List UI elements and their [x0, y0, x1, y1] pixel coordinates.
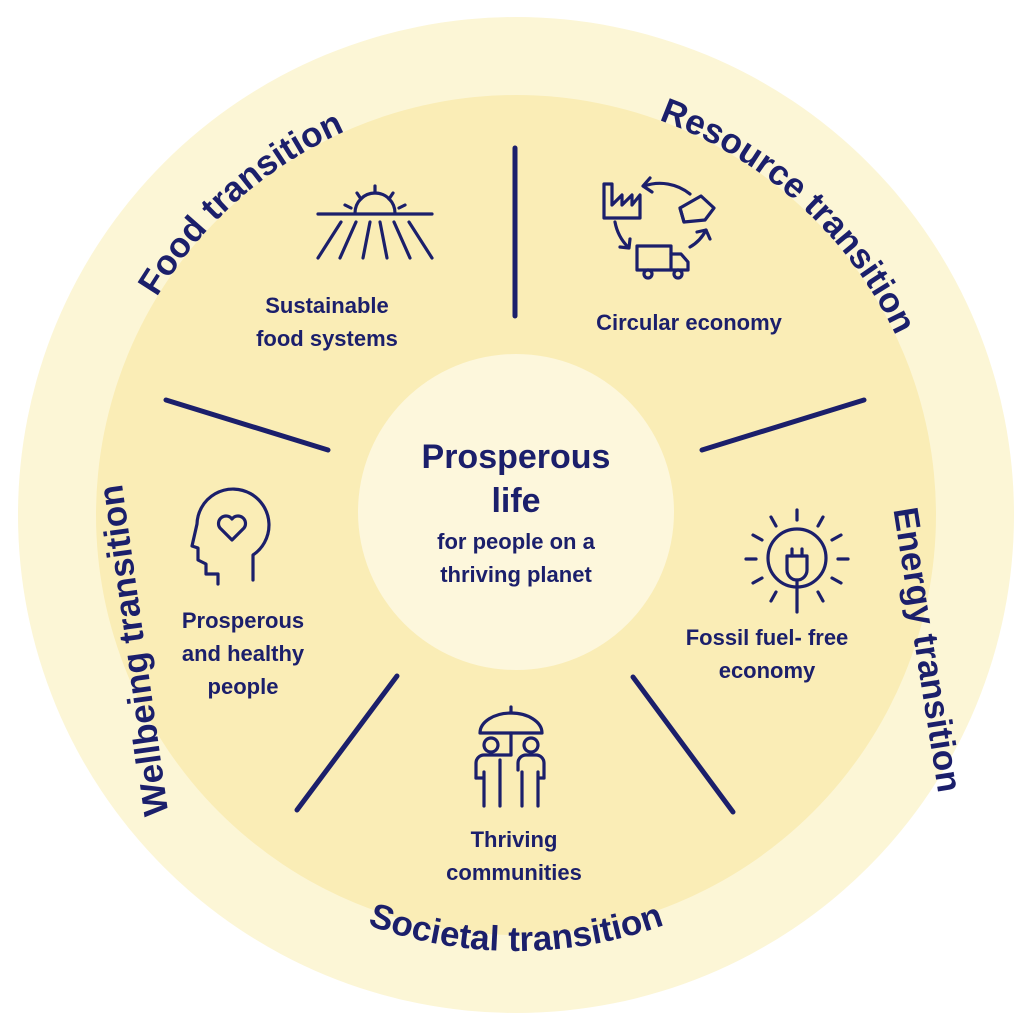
- energy-label-line1: Fossil fuel- free: [686, 625, 849, 650]
- sun-field-icon: [316, 184, 434, 260]
- center-title-line2: life: [491, 482, 540, 520]
- recycle-loop-icon: [602, 176, 716, 280]
- people-label-line3: people: [208, 674, 279, 699]
- people-label-line1: Prosperous: [182, 608, 304, 633]
- center-subtitle-line1: for people on a: [437, 529, 595, 554]
- energy-label-line2: economy: [719, 658, 816, 683]
- head-heart-icon: [190, 487, 271, 586]
- divider-societal-wellbeing: [294, 673, 400, 813]
- communities-label-line1: Thriving: [471, 827, 558, 852]
- people-label-line2: and healthy: [182, 641, 305, 666]
- center-subtitle-line2: thriving planet: [440, 562, 592, 587]
- center-title-line1: Prosperous: [422, 438, 611, 476]
- food-label-line1: Sustainable: [265, 293, 388, 318]
- divider-resource-energy: [699, 397, 867, 453]
- circular-label: Circular economy: [596, 310, 783, 335]
- communities-label-line2: communities: [446, 860, 582, 885]
- people-umbrella-icon: [474, 705, 546, 808]
- divider-wellbeing-food: [163, 397, 331, 453]
- divider-energy-societal: [630, 674, 736, 815]
- center-disc: [358, 354, 674, 670]
- plug-bulb-icon: [744, 508, 850, 614]
- food-label-line2: food systems: [256, 326, 398, 351]
